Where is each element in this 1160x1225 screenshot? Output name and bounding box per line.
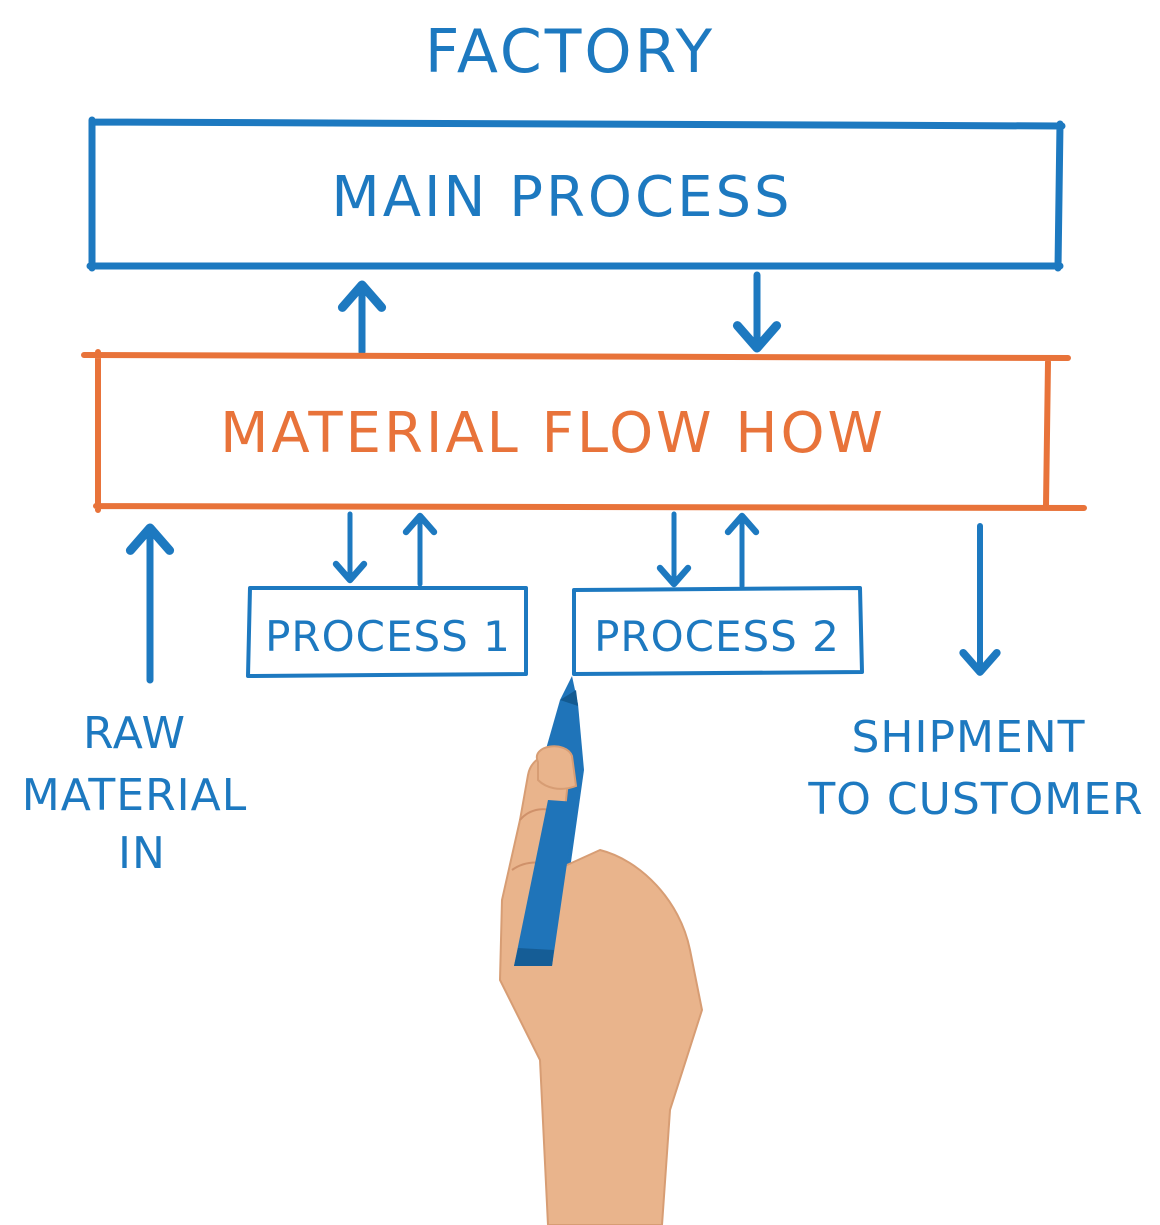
- hand: [498, 753, 704, 1225]
- shipment-line-2: TO CUSTOMER: [807, 774, 1143, 825]
- process-2-arrows: [656, 511, 760, 589]
- material-flow-box: MATERIAL FLOW HOW: [81, 349, 1087, 513]
- main-process-label: MAIN PROCESS: [331, 165, 792, 230]
- raw-material-line-3: IN: [118, 828, 166, 879]
- raw-material-line-1: RAW: [83, 708, 186, 759]
- raw-material-label: RAW MATERIAL IN: [22, 708, 263, 879]
- material-flow-label: MATERIAL FLOW HOW: [220, 401, 886, 466]
- shipment-label: SHIPMENT TO CUSTOMER: [807, 712, 1143, 825]
- process-1-label: PROCESS 1: [265, 612, 511, 661]
- raw-material-line-2: MATERIAL: [22, 770, 248, 821]
- hand-with-marker-icon: [498, 676, 704, 1225]
- process-2-label: PROCESS 2: [594, 612, 840, 661]
- diagram-title: FACTORY: [425, 17, 715, 87]
- process-2-box: PROCESS 2: [572, 586, 864, 676]
- main-process-box: MAIN PROCESS: [86, 116, 1066, 272]
- process-1-arrows: [332, 511, 438, 587]
- main-process-arrows: [337, 271, 782, 356]
- shipment-line-1: SHIPMENT: [851, 712, 1085, 763]
- process-1-box: PROCESS 1: [246, 586, 528, 678]
